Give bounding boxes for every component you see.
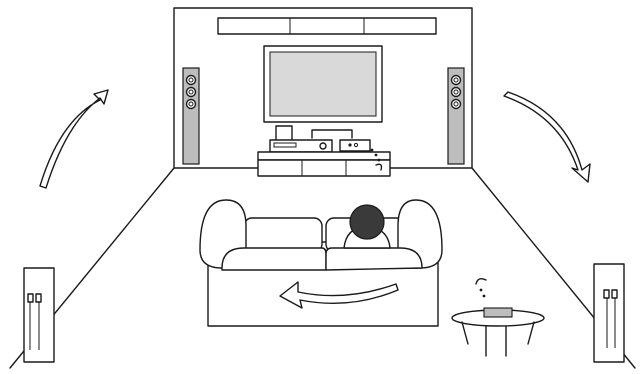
arrow-front-left (40, 90, 108, 188)
surround-right-speaker (594, 264, 624, 362)
side-table (452, 279, 544, 356)
wireless-receiver-hub (484, 308, 512, 317)
surround-left-speaker (24, 268, 54, 362)
soundbar (218, 18, 436, 34)
television (264, 46, 382, 122)
front-right-speaker (448, 68, 464, 164)
arrow-front-right (504, 92, 590, 182)
front-left-speaker (183, 68, 199, 164)
sofa (200, 200, 442, 326)
listener (344, 205, 390, 248)
